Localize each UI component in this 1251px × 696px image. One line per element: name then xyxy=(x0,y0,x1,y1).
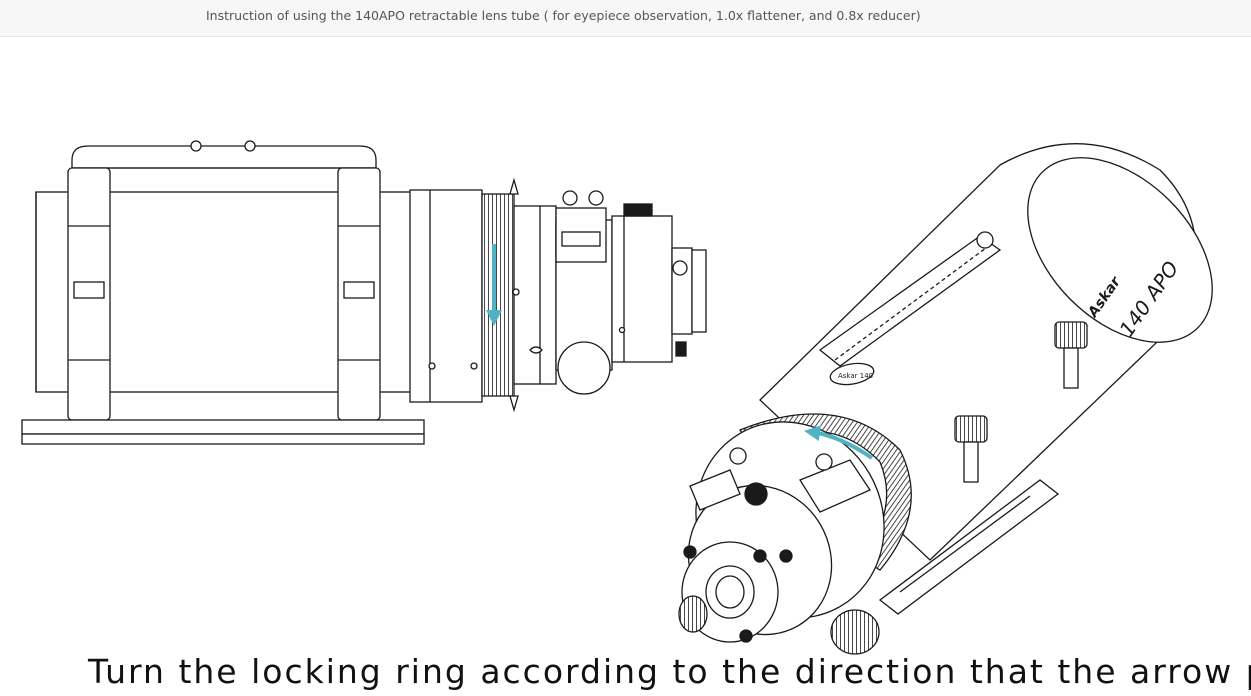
instruction-caption: Turn the locking ring according to the d… xyxy=(88,652,1251,691)
badge-label: Askar 140 xyxy=(838,372,873,380)
page-title: Instruction of using the 140APO retracta… xyxy=(206,8,921,23)
telescope-side-view-icon xyxy=(21,140,707,445)
header-bar: Instruction of using the 140APO retracta… xyxy=(0,0,1251,37)
telescope-illustration: Askar 140 APO Askar 140 xyxy=(21,140,1213,655)
telescope-angled-view-icon: Askar 140 APO Askar 140 xyxy=(678,143,1213,655)
